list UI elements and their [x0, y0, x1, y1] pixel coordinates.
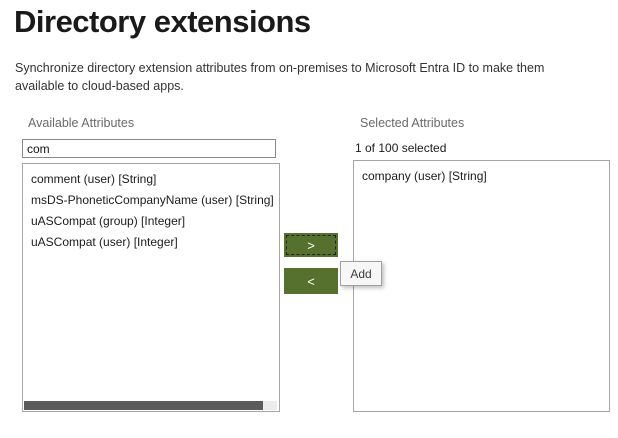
attribute-filter-input[interactable]	[22, 139, 276, 158]
selected-attributes-label: Selected Attributes	[360, 116, 465, 130]
available-attribute-item[interactable]: uASCompat (group) [Integer]	[31, 214, 186, 228]
horizontal-scrollbar-thumb[interactable]	[24, 401, 264, 410]
available-attributes-list[interactable]: comment (user) [String] msDS-PhoneticCom…	[22, 163, 280, 412]
horizontal-scrollbar[interactable]	[24, 401, 277, 410]
available-attribute-item[interactable]: comment (user) [String]	[31, 172, 157, 186]
selected-attributes-list[interactable]: company (user) [String]	[353, 160, 610, 412]
page-description-line-2: available to cloud-based apps.	[15, 79, 184, 93]
available-attribute-item[interactable]: msDS-PhoneticCompanyName (user) [String]	[31, 193, 274, 207]
add-button[interactable]: >	[284, 233, 338, 257]
chevron-left-icon: <	[307, 273, 315, 289]
page-title: Directory extensions	[14, 4, 311, 39]
page-description: Synchronize directory extension attribut…	[15, 59, 544, 95]
page-description-line-1: Synchronize directory extension attribut…	[15, 61, 545, 75]
available-attributes-label: Available Attributes	[28, 116, 135, 130]
available-attribute-item[interactable]: uASCompat (user) [Integer]	[31, 235, 178, 249]
chevron-right-icon: >	[307, 237, 315, 253]
remove-button[interactable]: <	[284, 268, 338, 294]
selected-attribute-item[interactable]: company (user) [String]	[362, 169, 487, 183]
selection-count: 1 of 100 selected	[355, 141, 447, 155]
add-button-tooltip: Add	[340, 261, 382, 286]
